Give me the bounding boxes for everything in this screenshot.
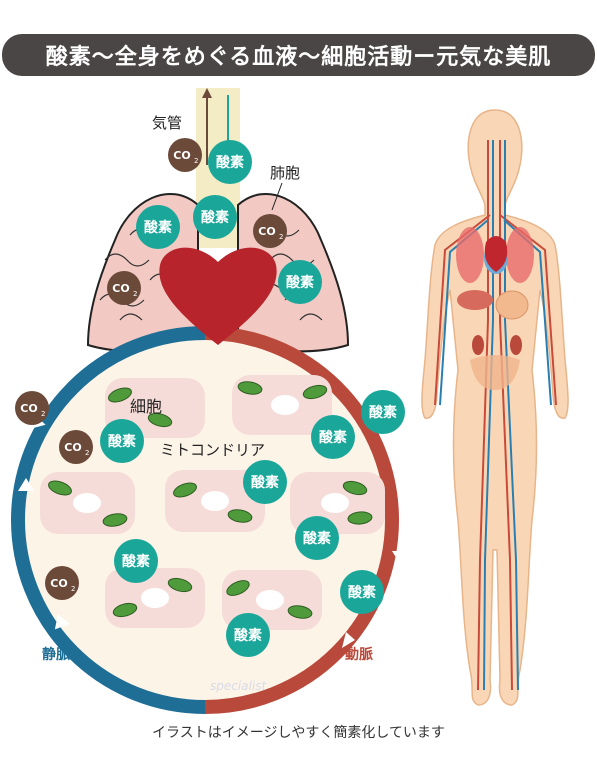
co2-subscript: 2 — [71, 585, 75, 593]
mitochondria-shapes — [48, 381, 373, 619]
oxygen-bubble: 酸素 — [311, 415, 355, 459]
cell-label: 細胞 — [130, 397, 162, 416]
co2-subscript: 2 — [85, 449, 89, 457]
co2-label: CO — [258, 225, 275, 238]
human-body — [421, 109, 569, 706]
co2-bubble: CO 2 — [168, 138, 202, 172]
oxygen-label: 酸素 — [122, 553, 150, 570]
oxygen-label: 酸素 — [319, 429, 347, 446]
oxygen-label: 酸素 — [234, 627, 262, 644]
watermark: specialist — [210, 679, 267, 693]
co2-label: CO — [20, 402, 37, 415]
oxygen-label: 酸素 — [303, 530, 331, 547]
oxygen-bubble: 酸素 — [100, 419, 144, 463]
vein-label: 静脈 — [42, 646, 70, 663]
oxygen-bubble: 酸素 — [278, 260, 322, 304]
oxygen-label: 酸素 — [201, 209, 229, 226]
oxygen-bubble: 酸素 — [136, 205, 180, 249]
co2-label: CO — [173, 149, 190, 162]
co2-subscript: 2 — [194, 157, 198, 165]
oxygen-bubble: 酸素 — [243, 460, 287, 504]
oxygen-label: 酸素 — [348, 584, 376, 601]
trachea-label: 気管 — [152, 114, 182, 132]
oxygen-bubble: 酸素 — [340, 570, 384, 614]
co2-subscript: 2 — [279, 233, 283, 241]
title-bar: 酸素〜全身をめぐる血液〜細胞活動ー元気な美肌 — [2, 34, 595, 76]
oxygen-bubble: 酸素 — [361, 390, 405, 434]
oxygen-label: 酸素 — [286, 274, 314, 291]
co2-label: CO — [64, 441, 81, 454]
co2-bubble: CO 2 — [15, 391, 49, 425]
alveoli-label: 肺胞 — [270, 164, 300, 182]
co2-subscript: 2 — [41, 410, 45, 418]
alveoli-leader — [271, 182, 283, 211]
oxygen-bubble: 酸素 — [193, 195, 237, 239]
oxygen-label: 酸素 — [369, 404, 397, 421]
co2-label: CO — [50, 577, 67, 590]
heart — [159, 247, 277, 345]
oxygen-label: 酸素 — [216, 154, 244, 171]
co2-bubble: CO 2 — [45, 566, 79, 600]
oxygen-bubble: 酸素 — [295, 516, 339, 560]
co2-bubble: CO 2 — [59, 430, 93, 464]
mitochondria-label: ミトコンドリア — [160, 441, 265, 459]
co2-subscript: 2 — [133, 290, 137, 298]
co2-bubble: CO 2 — [107, 271, 141, 305]
oxygen-label: 酸素 — [108, 433, 136, 450]
oxygen-bubble: 酸素 — [114, 539, 158, 583]
disclaimer-caption: イラストはイメージしやすく簡素化しています — [152, 725, 445, 741]
co2-label: CO — [112, 282, 129, 295]
oxygen-bubble: 酸素 — [226, 613, 270, 657]
co2-bubble: CO 2 — [253, 214, 287, 248]
oxygen-label: 酸素 — [144, 219, 172, 236]
oxygen-bubble: 酸素 — [208, 140, 252, 184]
artery-label: 動脈 — [345, 646, 373, 663]
oxygen-label: 酸素 — [251, 474, 279, 491]
page-title: 酸素〜全身をめぐる血液〜細胞活動ー元気な美肌 — [45, 45, 552, 70]
